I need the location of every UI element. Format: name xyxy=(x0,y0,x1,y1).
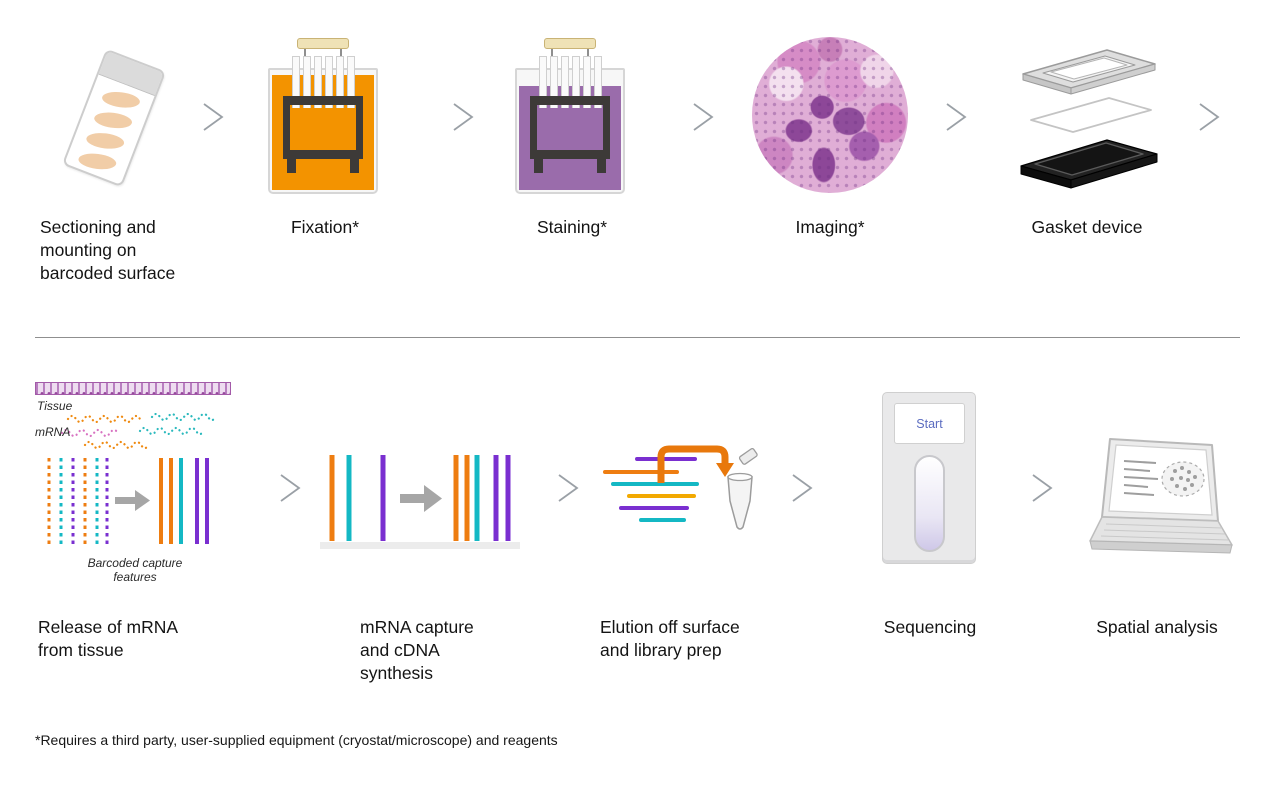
gasket-slide-layer xyxy=(1030,97,1152,133)
mrna-release-icon: Tissue mRNA xyxy=(35,380,240,590)
section-divider xyxy=(35,337,1240,338)
gasket-tray xyxy=(1020,139,1158,189)
step-label-elution: Elution off surface and library prep xyxy=(600,617,740,660)
step-label-fixation: Fixation* xyxy=(290,217,360,237)
sparse-probes xyxy=(329,455,386,541)
dotted-capture-probes xyxy=(47,458,109,544)
slide-rack xyxy=(283,96,363,105)
slides-in-rack xyxy=(292,56,355,108)
step-label-staining: Staining* xyxy=(536,217,608,237)
screen-text-lines xyxy=(1123,460,1159,496)
right-chevron-icon xyxy=(558,474,579,502)
step-label-gasket: Gasket device xyxy=(1031,217,1143,237)
mrna-annotation: mRNA xyxy=(35,425,71,439)
step-label-capture: mRNA capture and cDNA synthesis xyxy=(360,617,474,683)
keyboard-key-lines xyxy=(1100,523,1229,541)
slide-rack xyxy=(350,159,359,173)
sequencer-icon: Start xyxy=(882,392,976,564)
barcoded-features-icon xyxy=(47,458,209,544)
right-chevron-icon xyxy=(792,474,813,502)
gasket-frame xyxy=(1022,49,1156,95)
mrna-capture-icon xyxy=(320,455,520,549)
microcentrifuge-tube-icon xyxy=(727,447,758,530)
right-chevron-icon xyxy=(946,103,967,131)
right-chevron-icon xyxy=(693,103,714,131)
slide-rack xyxy=(603,96,610,159)
slide-rack xyxy=(283,96,290,159)
rack-handle xyxy=(297,38,349,49)
step-label-sectioning: Sectioning and mounting on barcoded surf… xyxy=(40,217,176,283)
mrna-squiggles-icon xyxy=(60,413,218,450)
step-label-release: Release of mRNA from tissue xyxy=(38,617,179,660)
step-label-imaging: Imaging* xyxy=(795,217,865,237)
gray-arrow-icon xyxy=(115,490,150,511)
right-chevron-icon xyxy=(1199,103,1220,131)
slide-rack xyxy=(356,96,363,159)
gray-arrow-icon xyxy=(400,485,442,512)
laptop-icon xyxy=(1089,438,1233,554)
laptop-front-edge xyxy=(1089,540,1233,554)
fixation-bath-icon xyxy=(263,38,383,196)
slide-rack xyxy=(597,159,606,173)
right-chevron-icon xyxy=(280,474,301,502)
staining-bath-icon xyxy=(510,38,630,196)
slide-with-tissue-icon xyxy=(58,48,170,192)
tissue-section xyxy=(85,131,125,151)
slides-in-rack xyxy=(539,56,602,108)
orange-transfer-arrow-icon xyxy=(657,445,734,483)
elution-library-prep-icon xyxy=(603,445,758,530)
sequencer-screen: Start xyxy=(894,403,965,444)
slide-rack xyxy=(530,150,610,159)
solid-capture-probes xyxy=(159,458,209,544)
rack-handle xyxy=(544,38,596,49)
eluted-fragments xyxy=(603,457,699,522)
slide-rack xyxy=(530,96,610,105)
laptop-keyboard xyxy=(1089,516,1233,546)
glass-slide xyxy=(61,48,167,188)
tissue-section xyxy=(101,90,141,110)
slide-rack xyxy=(283,150,363,159)
slide-rack xyxy=(287,159,296,173)
step-label-spatial-analysis: Spatial analysis xyxy=(1096,617,1218,637)
surface-baseline xyxy=(320,542,520,549)
step-label-sequencing: Sequencing xyxy=(883,617,977,637)
tissue-section xyxy=(93,110,133,131)
footnote: *Requires a third party, user-supplied e… xyxy=(35,732,558,748)
gasket-device-icon xyxy=(1020,49,1158,189)
slide-rack xyxy=(530,96,537,159)
tissue-strip-icon xyxy=(35,382,231,395)
tissue-annotation: Tissue xyxy=(37,399,73,413)
right-chevron-icon xyxy=(1032,474,1053,502)
sequencer-flowcell-slot xyxy=(914,455,945,552)
right-chevron-icon xyxy=(203,103,224,131)
tissue-section xyxy=(77,151,118,172)
right-chevron-icon xyxy=(453,103,474,131)
sequencer-screen-label: Start xyxy=(916,416,943,431)
slide-rack xyxy=(534,159,543,173)
dense-probes xyxy=(453,455,511,541)
spatial-plot-blob xyxy=(1161,461,1205,497)
barcoded-features-annotation: Barcoded capture features xyxy=(87,556,183,584)
tissue-micrograph-icon xyxy=(752,37,908,193)
slide-label-band xyxy=(98,51,164,97)
